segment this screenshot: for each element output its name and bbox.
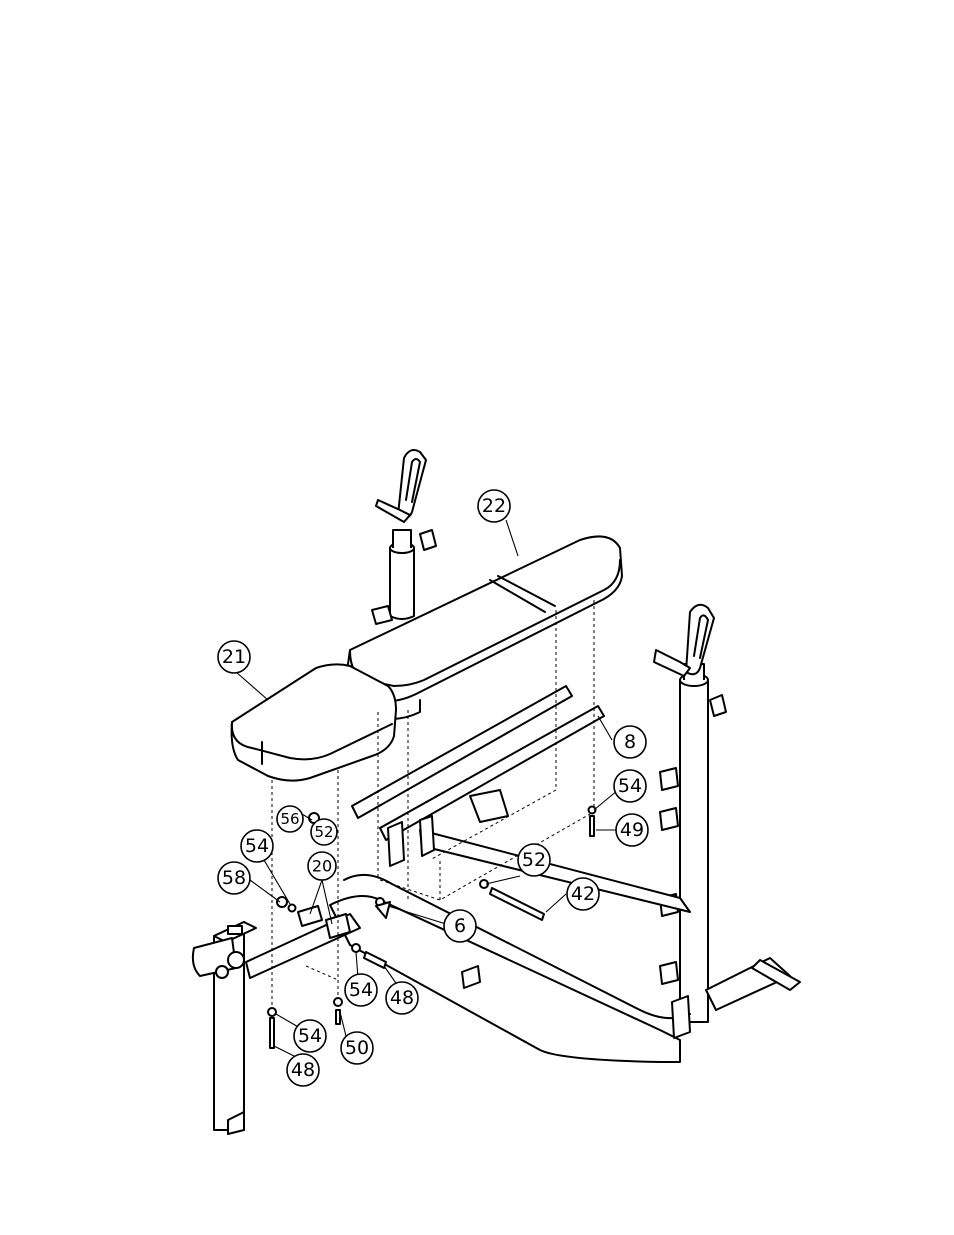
svg-text:8: 8 <box>624 731 636 753</box>
svg-text:54: 54 <box>298 1025 322 1047</box>
left-upright <box>372 450 436 624</box>
svg-text:54: 54 <box>245 835 269 857</box>
svg-text:6: 6 <box>454 915 466 937</box>
seat-pad <box>232 664 396 780</box>
callout-8: 8 <box>614 726 646 758</box>
callout-52-upper: 52 <box>311 819 337 845</box>
svg-text:21: 21 <box>222 646 246 668</box>
callout-20: 20 <box>308 852 336 880</box>
callout-49: 49 <box>616 814 648 846</box>
callout-48-center: 48 <box>386 982 418 1014</box>
callout-42: 42 <box>567 878 599 910</box>
svg-text:22: 22 <box>482 495 506 517</box>
svg-text:52: 52 <box>314 823 333 841</box>
callout-48-bottom: 48 <box>287 1054 319 1086</box>
svg-text:20: 20 <box>312 857 332 876</box>
svg-text:49: 49 <box>620 819 644 841</box>
callout-54-right: 54 <box>614 770 646 802</box>
svg-text:56: 56 <box>280 810 299 828</box>
callout-54-bottom: 54 <box>294 1020 326 1052</box>
callout-58: 58 <box>218 862 250 894</box>
svg-text:48: 48 <box>390 987 414 1009</box>
callout-56: 56 <box>277 806 303 832</box>
svg-text:54: 54 <box>618 775 642 797</box>
callout-52-lower: 52 <box>518 844 550 876</box>
callout-6: 6 <box>444 910 476 942</box>
callout-22: 22 <box>478 490 510 522</box>
callout-50: 50 <box>341 1032 373 1064</box>
callout-54-left: 54 <box>241 830 273 862</box>
right-upright <box>654 605 726 1022</box>
svg-text:50: 50 <box>345 1037 369 1059</box>
svg-text:58: 58 <box>222 867 246 889</box>
svg-text:52: 52 <box>522 849 546 871</box>
svg-text:48: 48 <box>291 1059 315 1081</box>
svg-text:42: 42 <box>571 883 595 905</box>
front-leg <box>193 906 360 1134</box>
svg-text:54: 54 <box>349 979 373 1001</box>
callout-21: 21 <box>218 641 250 673</box>
callout-54-center: 54 <box>345 974 377 1006</box>
